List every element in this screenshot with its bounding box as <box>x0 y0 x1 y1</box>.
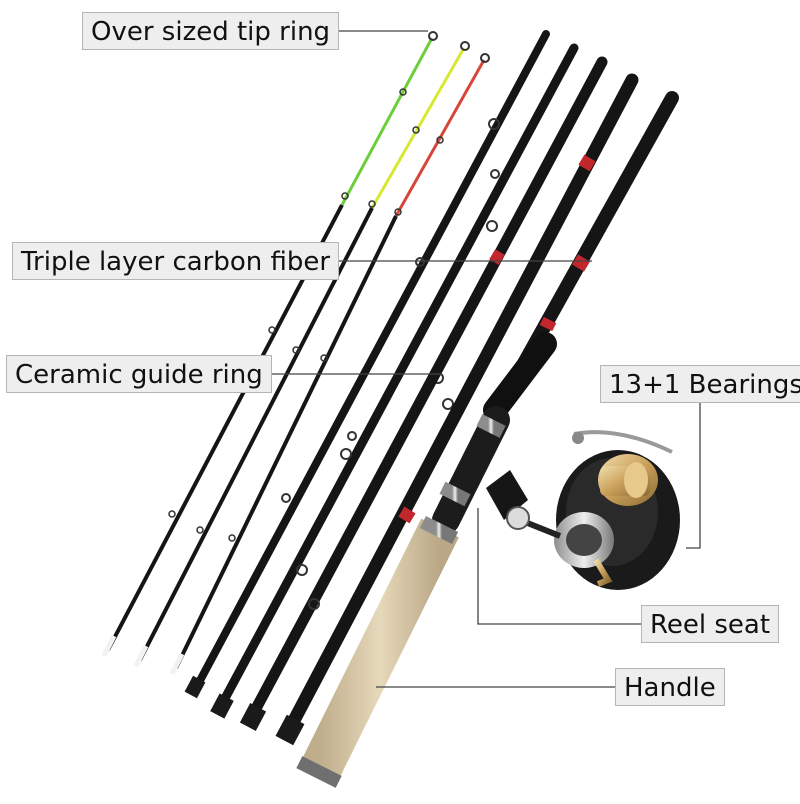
label-bearings: 13+1 Bearings <box>600 365 800 403</box>
fore-grip <box>483 332 557 422</box>
rod-section-3 <box>239 56 608 731</box>
callout-lines <box>240 30 701 688</box>
feeder-tip-yellow <box>133 41 470 668</box>
label-reel-seat: Reel seat <box>641 605 780 643</box>
spinning-reel <box>486 430 680 590</box>
feeder-tip-green <box>101 31 438 658</box>
feeder-tip-red <box>169 53 490 676</box>
reel-seat <box>432 406 510 534</box>
label-tip-ring: Over sized tip ring <box>82 12 340 50</box>
label-carbon-fiber: Triple layer carbon fiber <box>12 242 340 280</box>
label-guide-ring: Ceramic guide ring <box>6 355 272 393</box>
cork-handle <box>296 515 459 788</box>
label-handle: Handle <box>615 668 725 706</box>
rod-section-1 <box>184 30 550 699</box>
rod-section-4 <box>275 73 639 746</box>
